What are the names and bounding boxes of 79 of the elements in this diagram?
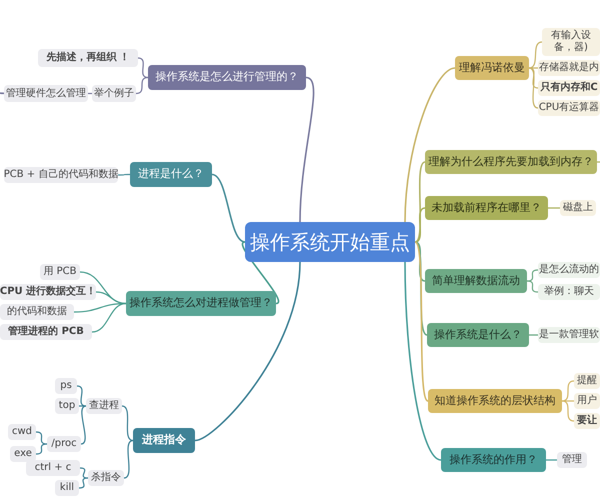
topic-box: 操作系统是怎么进行管理的？ bbox=[148, 65, 306, 90]
subtopic-chip: 用户 bbox=[574, 393, 600, 409]
subtopic-chip: 有输入设备，器) bbox=[542, 28, 600, 56]
connector-line bbox=[212, 174, 246, 243]
subtopic-chip: CPU 进行数据交互！ bbox=[0, 284, 96, 300]
subtopic-chip: ctrl + c bbox=[26, 460, 80, 476]
connector-line bbox=[596, 161, 600, 163]
subtopic-chip: PCB + 自己的代码和数据 bbox=[4, 167, 118, 183]
subtopic-chip: 的代码和数据 bbox=[0, 304, 74, 320]
topic-box: 操作系统怎么对进程做管理？ bbox=[126, 291, 276, 316]
subtopic-chip: 管理进程的 PCB bbox=[0, 324, 92, 340]
subtopic-chip: 用 PCB bbox=[40, 264, 80, 280]
connector-line bbox=[88, 92, 92, 94]
subtopic-chip: 举例：聊天 bbox=[538, 284, 600, 300]
subtopic-chip: 是一款管理软 bbox=[538, 327, 600, 343]
connector-line bbox=[528, 67, 538, 109]
subtopic-chip: /proc bbox=[47, 436, 81, 452]
topic-box: 进程是什么？ bbox=[130, 162, 212, 187]
connector-line bbox=[414, 241, 426, 282]
subtopic-chip: kill bbox=[55, 480, 79, 496]
connector-line bbox=[528, 67, 538, 89]
connector-line bbox=[80, 467, 88, 479]
topic-box: 未加载前程序在哪里？ bbox=[425, 196, 548, 220]
topic-box: 操作系统是什么？ bbox=[427, 323, 529, 347]
subtopic-chip: 管理 bbox=[557, 452, 587, 468]
connector-line bbox=[80, 405, 86, 445]
connector-line bbox=[36, 431, 48, 445]
subtopic-chip: 存储器就是内 bbox=[538, 60, 600, 76]
topic-box: 理解为什么程序先要加载到内存？ bbox=[425, 150, 597, 174]
topic-box: 知道操作系统的层状结构 bbox=[428, 389, 562, 413]
connector-line bbox=[526, 269, 538, 282]
connector-line bbox=[404, 67, 456, 222]
subtopic-chip: cwd bbox=[8, 424, 36, 440]
connector-line bbox=[562, 400, 574, 422]
connector-line bbox=[96, 291, 126, 304]
connector-line bbox=[528, 41, 542, 69]
connector-line bbox=[0, 92, 4, 94]
subtopic-chip: 查进程 bbox=[86, 398, 122, 414]
connector-line bbox=[80, 271, 126, 304]
subtopic-chip: ps bbox=[55, 378, 77, 394]
subtopic-chip: 磁盘上 bbox=[560, 200, 596, 216]
connector-line bbox=[76, 385, 86, 407]
subtopic-chip: 只有内存和C bbox=[538, 80, 600, 96]
connector-line bbox=[36, 443, 48, 455]
subtopic-chip: 要让 bbox=[574, 413, 600, 429]
connector-line bbox=[546, 459, 557, 461]
connector-line bbox=[404, 262, 442, 461]
subtopic-chip: 提醒 bbox=[574, 373, 600, 389]
subtopic-chip: 举个例子 bbox=[92, 85, 136, 102]
connector-line bbox=[79, 405, 86, 407]
topic-box: 操作系统的作用？ bbox=[441, 448, 546, 472]
topic-box: 简单理解数据流动 bbox=[425, 269, 527, 293]
subtopic-chip: exe bbox=[10, 446, 36, 462]
connector-line bbox=[562, 400, 574, 402]
subtopic-chip: 管理硬件怎么管理 bbox=[4, 85, 88, 102]
connector-line bbox=[414, 161, 426, 243]
subtopic-chip: 先描述，再组织 ！ bbox=[38, 49, 138, 67]
connector-line bbox=[414, 207, 426, 243]
connector-line bbox=[414, 242, 429, 402]
connector-line bbox=[124, 440, 134, 479]
connector-line bbox=[194, 262, 301, 442]
subtopic-chip: 是怎么流动的 bbox=[538, 262, 600, 278]
topic-box: 进程指令 bbox=[133, 428, 195, 453]
connector-line bbox=[118, 174, 130, 176]
connector-line bbox=[136, 76, 148, 94]
subtopic-chip: 杀指令 bbox=[88, 470, 124, 486]
topic-box: 理解冯诺依曼 bbox=[455, 56, 529, 80]
connector-line bbox=[122, 405, 134, 442]
connector-line bbox=[526, 280, 538, 293]
connector-line bbox=[562, 380, 574, 402]
connector-line bbox=[78, 477, 88, 489]
connector-line bbox=[529, 67, 538, 69]
subtopic-chip: CPU有运算器 bbox=[538, 100, 600, 116]
connector-line bbox=[138, 57, 148, 78]
connector-line bbox=[529, 334, 538, 336]
subtopic-chip: top bbox=[55, 398, 79, 414]
connector-line bbox=[548, 207, 560, 209]
connector-line bbox=[92, 302, 126, 333]
central-topic: 操作系统开始重点 bbox=[245, 222, 415, 262]
